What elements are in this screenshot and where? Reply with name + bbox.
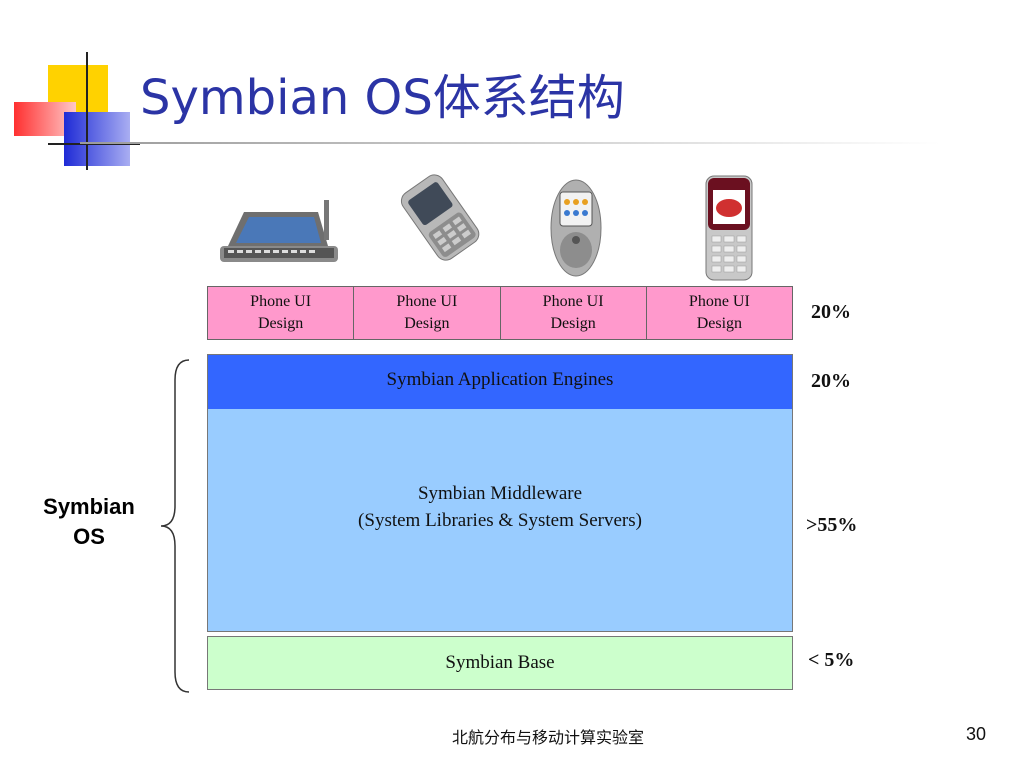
phone-ui-design-cell: Phone UI Design <box>646 286 793 340</box>
logo-blue-square <box>64 112 130 166</box>
middleware-sublabel: (System Libraries & System Servers) <box>358 510 642 531</box>
application-engines-label: Symbian Application Engines <box>386 369 614 390</box>
oval-phone-icon <box>548 178 604 278</box>
middleware-percent: >55% <box>806 514 858 536</box>
symbian-os-label: Symbian OS <box>30 492 148 552</box>
symbian-os-brace <box>160 359 190 693</box>
ui-layer-percent: 20% <box>811 301 851 323</box>
candybar-phone-icon <box>704 174 754 282</box>
title-underline <box>80 142 940 144</box>
symbian-os-label-line1: Symbian <box>43 494 135 519</box>
application-engines-layer: Symbian Application Engines <box>207 354 793 410</box>
logo-vertical-line <box>86 52 88 170</box>
base-percent: < 5% <box>808 649 855 671</box>
phone-ui-layer: Phone UI Design Phone UI Design Phone UI… <box>207 286 793 340</box>
base-label: Symbian Base <box>445 652 555 673</box>
slide-title: Symbian OS体系结构 <box>140 70 625 126</box>
slider-phone-icon <box>385 168 500 263</box>
phone-ui-design-cell: Phone UI Design <box>207 286 355 340</box>
engines-percent: 20% <box>811 370 851 392</box>
base-layer: Symbian Base <box>207 636 793 690</box>
footer-text: 北航分布与移动计算实验室 <box>452 728 645 747</box>
logo-horizontal-line <box>48 143 140 145</box>
phone-ui-design-cell: Phone UI Design <box>500 286 647 340</box>
middleware-layer: Symbian Middleware (System Libraries & S… <box>207 409 793 632</box>
page-number: 30 <box>966 724 987 744</box>
phone-ui-design-cell: Phone UI Design <box>354 286 501 340</box>
symbian-os-label-line2: OS <box>73 524 105 549</box>
middleware-label: Symbian Middleware <box>417 483 583 504</box>
communicator-phone-icon <box>214 196 342 268</box>
corner-logo <box>0 0 140 170</box>
